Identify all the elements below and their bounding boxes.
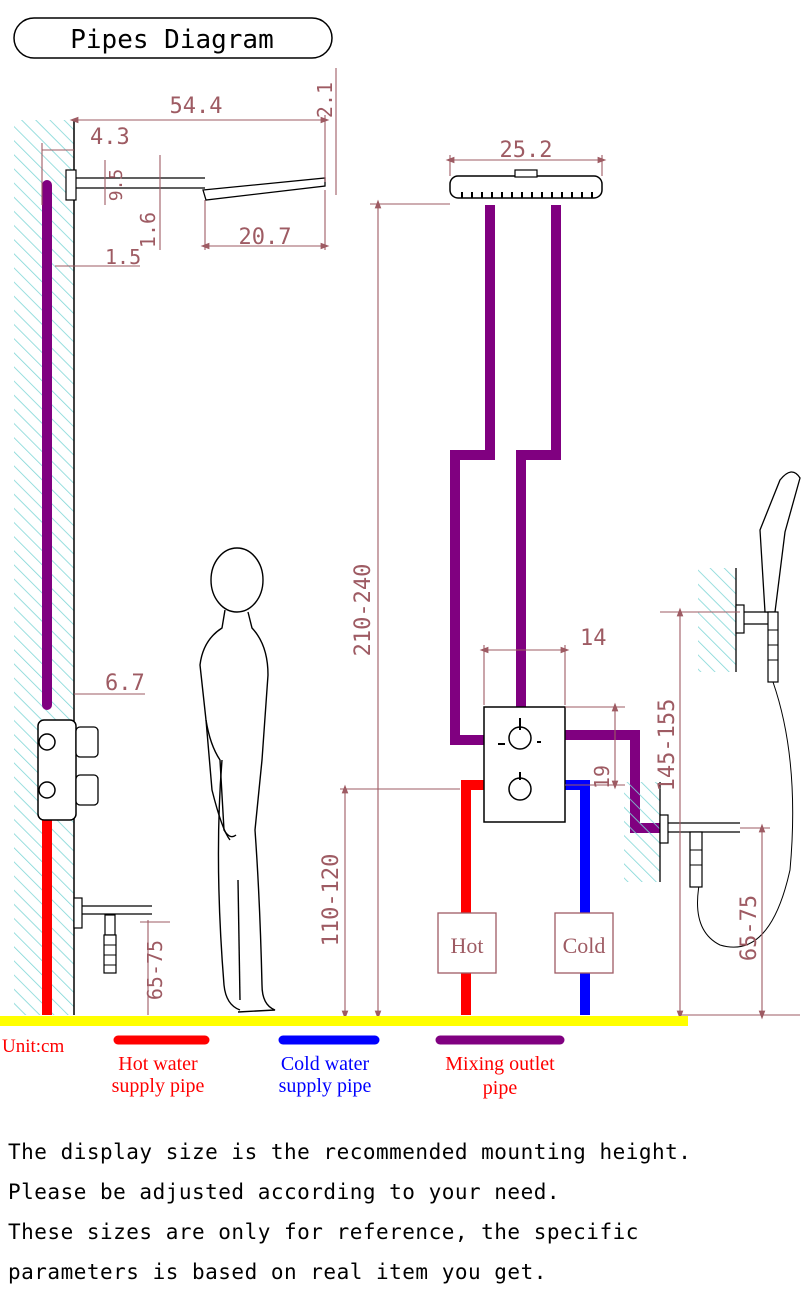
dim-6-7: 6.7 (105, 671, 145, 696)
dim-9-5: 9.5 (106, 169, 127, 202)
legend-cold-line2: supply pipe (279, 1075, 372, 1097)
hot-tag-box (437, 912, 497, 974)
note-line-1: The display size is the recommended moun… (8, 1140, 692, 1164)
legend-cold-line1: Cold water (281, 1053, 370, 1075)
dim-1-6: 1.6 (136, 212, 160, 248)
left-shower-head (202, 177, 326, 201)
dim-65-75-right: 65-75 (737, 895, 762, 961)
unit-label: Unit:cm (2, 1036, 64, 1057)
left-knob-bottom (75, 774, 99, 806)
dim-14: 14 (580, 626, 607, 651)
dim-25-2: 25.2 (500, 138, 553, 163)
dim-20-7: 20.7 (239, 225, 292, 250)
dim-2-1: 2.1 (313, 82, 337, 118)
right-wall-lower (624, 782, 660, 882)
hand-shower (759, 471, 801, 613)
mix-pipe-left (450, 205, 495, 745)
left-side-view: 54.4 4.3 2.1 9.5 1.6 20.7 1.5 6.7 65-75 (14, 68, 337, 1015)
cold-tag-box (554, 912, 614, 974)
right-valve-knob-top (508, 726, 532, 750)
left-knob-top (75, 726, 99, 758)
right-hose-connector (689, 831, 703, 888)
right-wall-upper (698, 568, 736, 672)
dim-145-155: 145-155 (655, 699, 680, 792)
right-front-view: Hot Cold (319, 138, 801, 1020)
dim-4-3: 4.3 (90, 125, 130, 150)
human-figure (199, 547, 276, 1013)
legend-hot-line2: supply pipe (112, 1075, 205, 1097)
dim-110-120: 110-120 (319, 854, 344, 947)
dim-54-4: 54.4 (170, 94, 223, 119)
floor-line (0, 1016, 688, 1026)
right-cold-pipe (565, 780, 590, 1015)
note-line-4: parameters is based on real item you get… (8, 1260, 547, 1284)
title-pill (13, 17, 333, 59)
right-valve-knob-bottom (508, 777, 532, 801)
diagram-title: Pipes Diagram (70, 25, 274, 55)
note-line-2: Please be adjusted according to your nee… (8, 1180, 561, 1204)
note-line-3: These sizes are only for reference, the … (8, 1220, 639, 1244)
hose (697, 681, 794, 948)
legend-hot-line1: Hot water (118, 1053, 198, 1075)
dim-1-5: 1.5 (105, 245, 141, 269)
legend-mix-line1: Mixing outlet (445, 1053, 555, 1075)
right-hot-pipe (461, 780, 484, 1015)
dim-210-240: 210-240 (351, 564, 376, 657)
mix-pipe-right (516, 205, 561, 708)
legend-mix-line2: pipe (483, 1077, 518, 1099)
cold-tag: Cold (563, 933, 606, 958)
pipes-diagram: Pipes Diagram (0, 17, 801, 1099)
legend: Unit:cm Hot water supply pipe Cold water… (2, 1035, 565, 1099)
hot-tag: Hot (451, 933, 484, 958)
right-valve-box (483, 706, 566, 823)
left-hose-connector (103, 934, 117, 974)
dim-65-75-left: 65-75 (143, 940, 167, 1000)
dim-19: 19 (590, 765, 614, 789)
